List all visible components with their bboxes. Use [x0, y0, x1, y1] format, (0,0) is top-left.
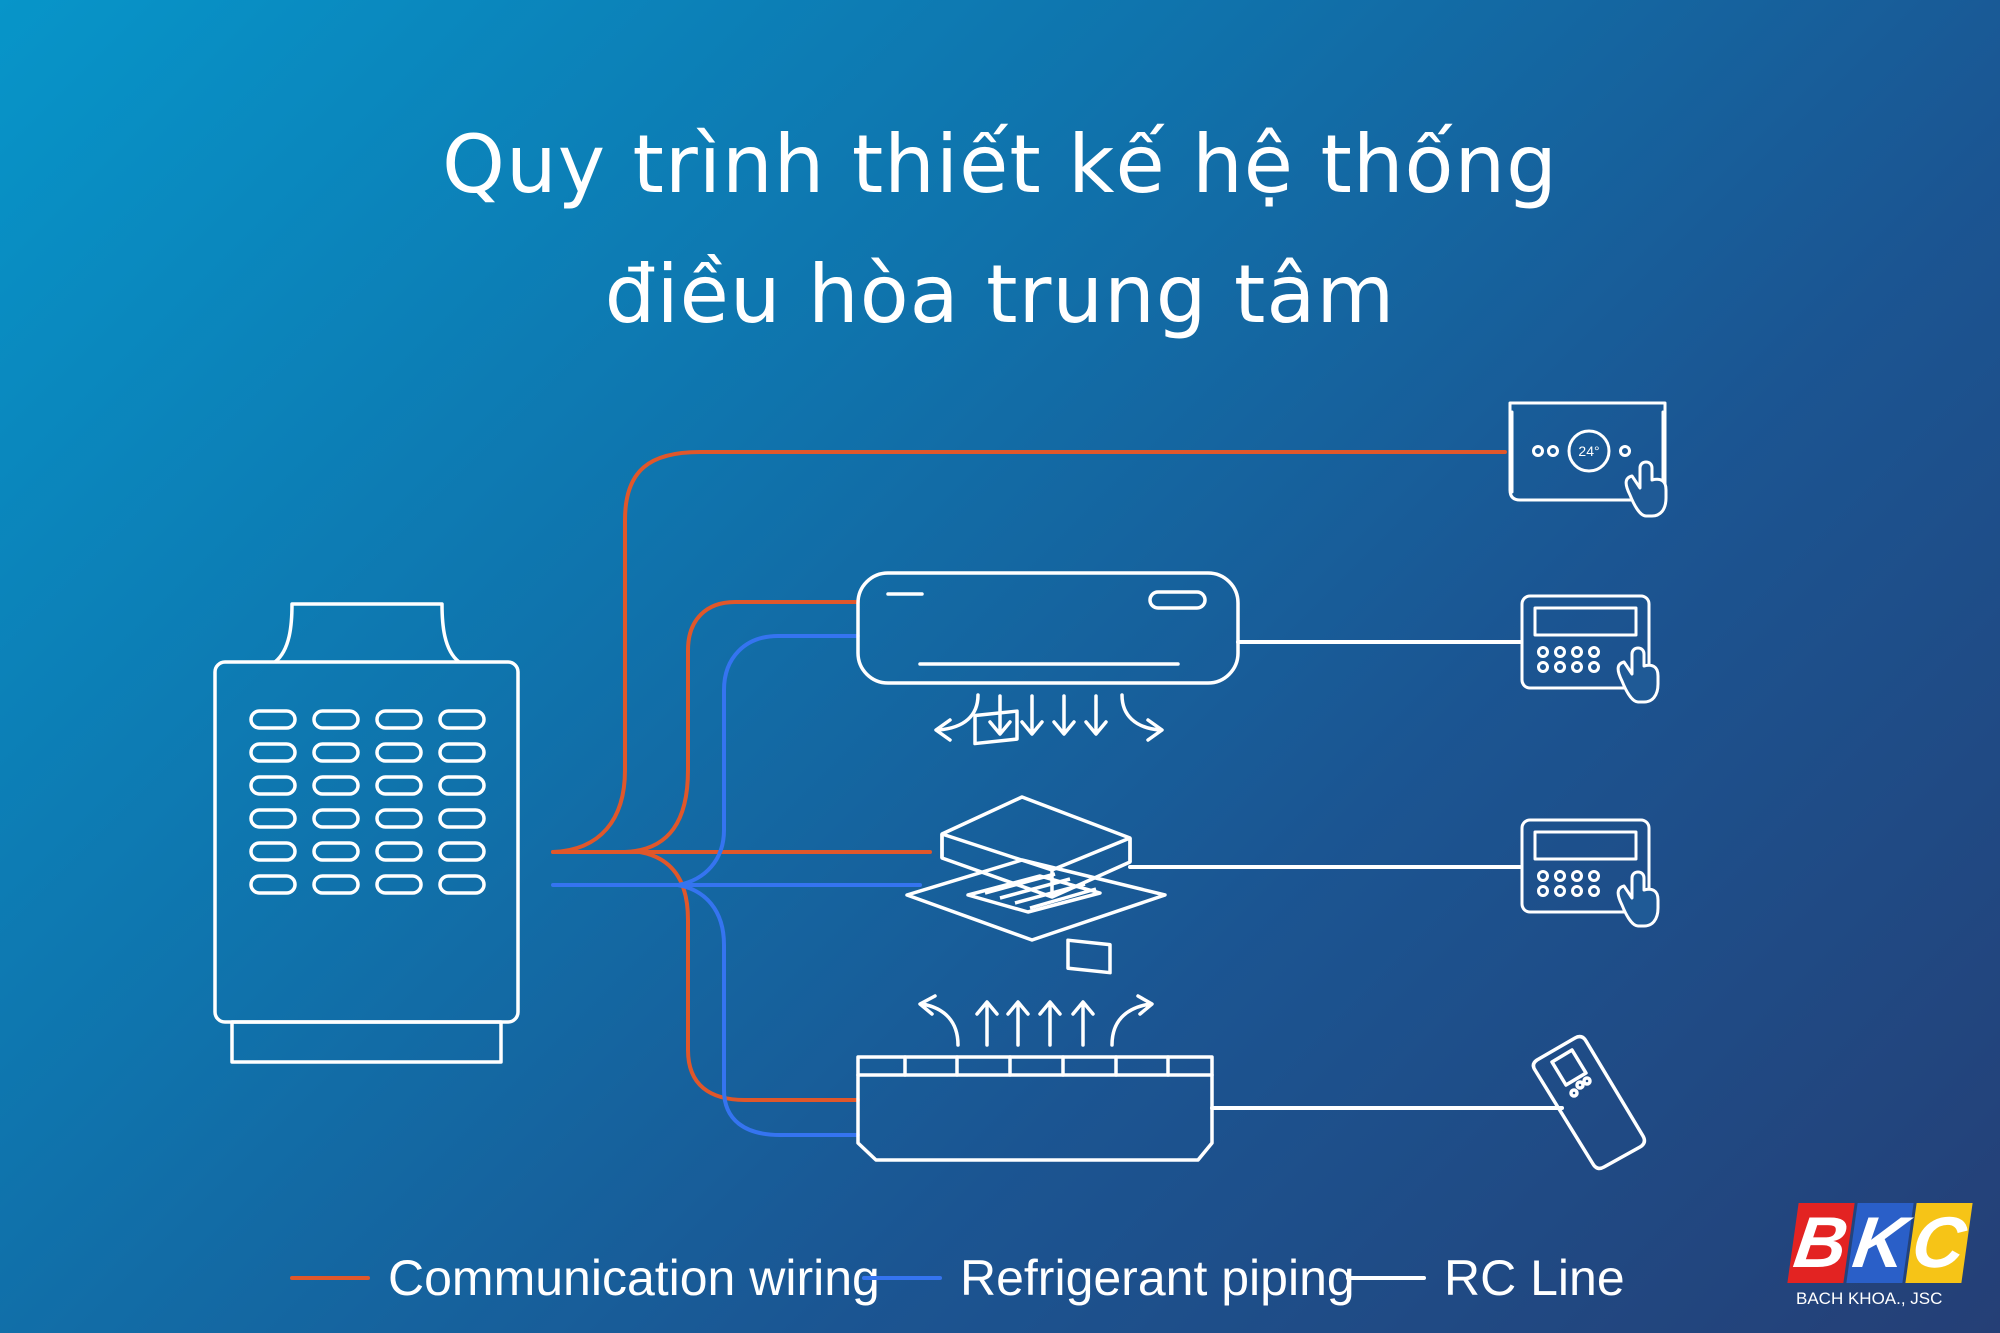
vent-slot	[438, 775, 486, 796]
logo-letter-c: C	[1905, 1203, 1973, 1283]
vent-slot	[249, 841, 297, 862]
remote-control-icon	[1531, 1034, 1647, 1171]
wall-mounted-ac-icon	[856, 571, 1240, 742]
thermostat-temp-label: 24°	[1578, 443, 1599, 459]
vent-slot	[438, 874, 486, 895]
airflow-up-arrows	[918, 994, 1154, 1047]
vent-slot	[375, 775, 423, 796]
comm-wire-wall-unit	[623, 600, 860, 854]
vent-slot	[249, 742, 297, 763]
refrig-pipe-wall-unit	[676, 634, 860, 887]
vent-slot	[249, 874, 297, 895]
legend-label-rc: RC Line	[1444, 1250, 1625, 1306]
communication-wiring-lines	[551, 450, 1507, 1102]
vent-slot	[438, 808, 486, 829]
bkc-logo: B K C BACH KHOA., JSC	[1787, 1203, 1973, 1313]
touch-hand-icon	[1624, 460, 1668, 518]
comm-wire-thermostat	[551, 450, 1507, 854]
wired-controller-icon	[1520, 594, 1660, 704]
legend-label-communication: Communication wiring	[388, 1250, 880, 1306]
title-line-1: Quy trình thiết kế hệ thống	[442, 118, 1558, 211]
vent-slot	[375, 742, 423, 763]
comm-wire-floor-unit	[638, 850, 860, 1102]
vent-slot	[249, 709, 297, 730]
airflow-down-arrows	[934, 693, 1164, 742]
vent-slot	[312, 808, 360, 829]
vent-slot	[249, 775, 297, 796]
vent-slot	[438, 841, 486, 862]
logo-letter-b: B	[1787, 1203, 1855, 1283]
vent-slot	[249, 808, 297, 829]
page-title: Quy trình thiết kế hệ thống điều hòa tru…	[0, 100, 2000, 360]
ceiling-cassette-icon	[905, 709, 1167, 975]
touch-thermostat-icon	[1508, 401, 1668, 518]
vent-slot	[312, 709, 360, 730]
outdoor-vent-grid	[249, 709, 486, 895]
title-line-2: điều hòa trung tâm	[604, 248, 1396, 341]
vent-slot	[312, 841, 360, 862]
logo-letters: B K C	[1787, 1203, 1973, 1283]
refrig-pipe-floor-unit	[676, 883, 860, 1137]
vent-slot	[375, 808, 423, 829]
vent-slot	[375, 841, 423, 862]
legend-rc-line: RC Line	[1346, 1248, 1625, 1308]
vent-slot	[375, 874, 423, 895]
vent-slot	[438, 742, 486, 763]
logo-letter-k: K	[1846, 1203, 1914, 1283]
wired-controller-icon	[1520, 818, 1660, 928]
legend-swatch-refrigerant	[862, 1276, 942, 1280]
vent-slot	[312, 775, 360, 796]
legend-communication-wiring: Communication wiring	[290, 1248, 880, 1308]
outdoor-condenser-icon	[213, 602, 520, 1064]
vent-slot	[312, 874, 360, 895]
logo-subtitle: BACH KHOA., JSC	[1796, 1289, 1943, 1308]
vent-slot	[438, 709, 486, 730]
legend-refrigerant-piping: Refrigerant piping	[862, 1248, 1355, 1308]
vent-slot	[375, 709, 423, 730]
legend-swatch-communication	[290, 1276, 370, 1280]
legend-swatch-rc	[1346, 1276, 1426, 1280]
rc-lines	[1128, 640, 1564, 1110]
vent-slot	[312, 742, 360, 763]
legend-label-refrigerant: Refrigerant piping	[960, 1250, 1355, 1306]
refrigerant-piping-lines	[551, 634, 922, 1137]
floor-ceiling-unit-icon	[856, 994, 1214, 1162]
